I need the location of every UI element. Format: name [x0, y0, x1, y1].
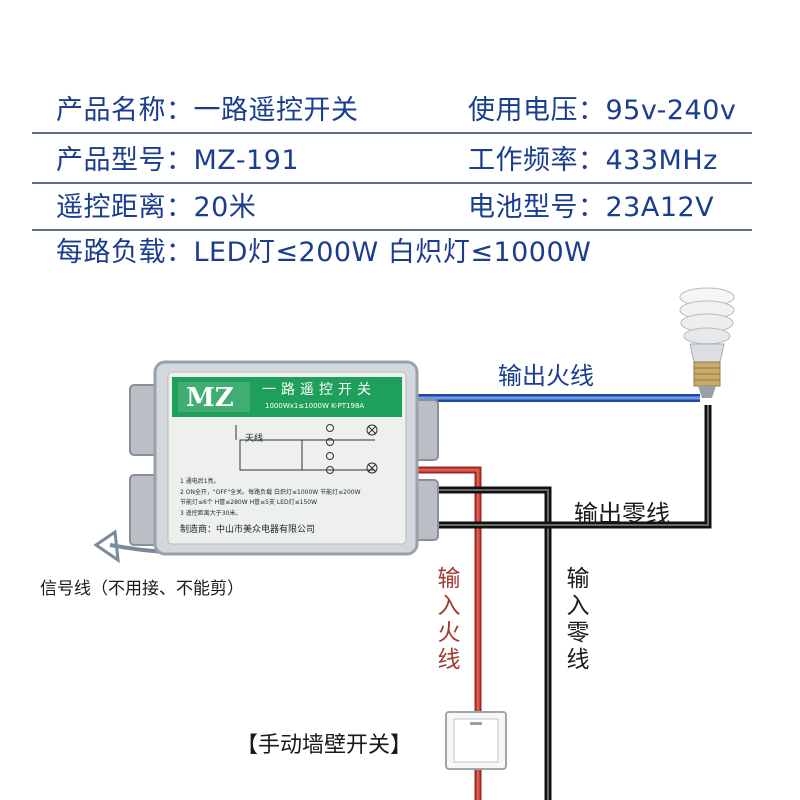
device-title: 一路遥控开关	[262, 382, 376, 398]
device-note-2: 2 ON全开，"OFF"全关。每路负载 白炽灯≤1000W 节能灯≤200W	[180, 489, 361, 496]
output-live-label: 输出火线	[498, 362, 594, 390]
product-model: 产品型号：MZ-191	[56, 145, 300, 176]
spec-row-name-voltage: 产品名称：一路遥控开关 使用电压：95v-240v	[32, 80, 752, 134]
wall-switch-icon	[445, 711, 507, 770]
input-live-label: 输入火线	[437, 566, 461, 673]
lamp-icon	[679, 287, 735, 398]
voltage: 使用电压：95v-240v	[468, 95, 737, 126]
input-neutral-label: 输入零线	[566, 566, 590, 673]
product-name: 产品名称：一路遥控开关	[56, 95, 359, 126]
device-note-3: 节能灯≤6个 H管≤280W H管≤5支 LED灯≤150W	[180, 499, 318, 506]
output-neutral-label: 输出零线	[574, 500, 670, 528]
spec-row-model-frequency: 产品型号：MZ-191 工作频率：433MHz	[32, 130, 752, 184]
remote-switch-device	[129, 360, 439, 556]
battery-model: 电池型号：23A12V	[468, 192, 715, 223]
device-note-4: 3 遥控距离大于30米。	[180, 510, 242, 517]
device-antenna-label: 天线	[245, 434, 264, 444]
device-rating: 1000Wx1≤1000W K-PT198A	[265, 402, 365, 410]
input-neutral-wire	[400, 486, 552, 800]
device-note-1: 1 通电后1亮。	[180, 478, 220, 485]
spec-row-distance-battery: 遥控距离：20米 电池型号：23A12V	[32, 177, 752, 231]
device-maker: 制造商：中山市美众电器有限公司	[180, 525, 316, 535]
frequency: 工作频率：433MHz	[468, 145, 718, 176]
spec-row-load: 每路负载：LED灯≤200W 白炽灯≤1000W	[32, 222, 752, 274]
load-per-channel: 每路负载：LED灯≤200W 白炽灯≤1000W	[56, 237, 592, 268]
signal-wire-label: 信号线（不用接、不能剪）	[40, 579, 244, 599]
input-live-wire	[400, 466, 482, 800]
output-neutral-wire	[400, 405, 712, 529]
wall-switch-label: 【手动墙壁开关】	[236, 733, 413, 758]
device-logo: MZ	[186, 383, 234, 413]
remote-distance: 遥控距离：20米	[56, 192, 257, 223]
